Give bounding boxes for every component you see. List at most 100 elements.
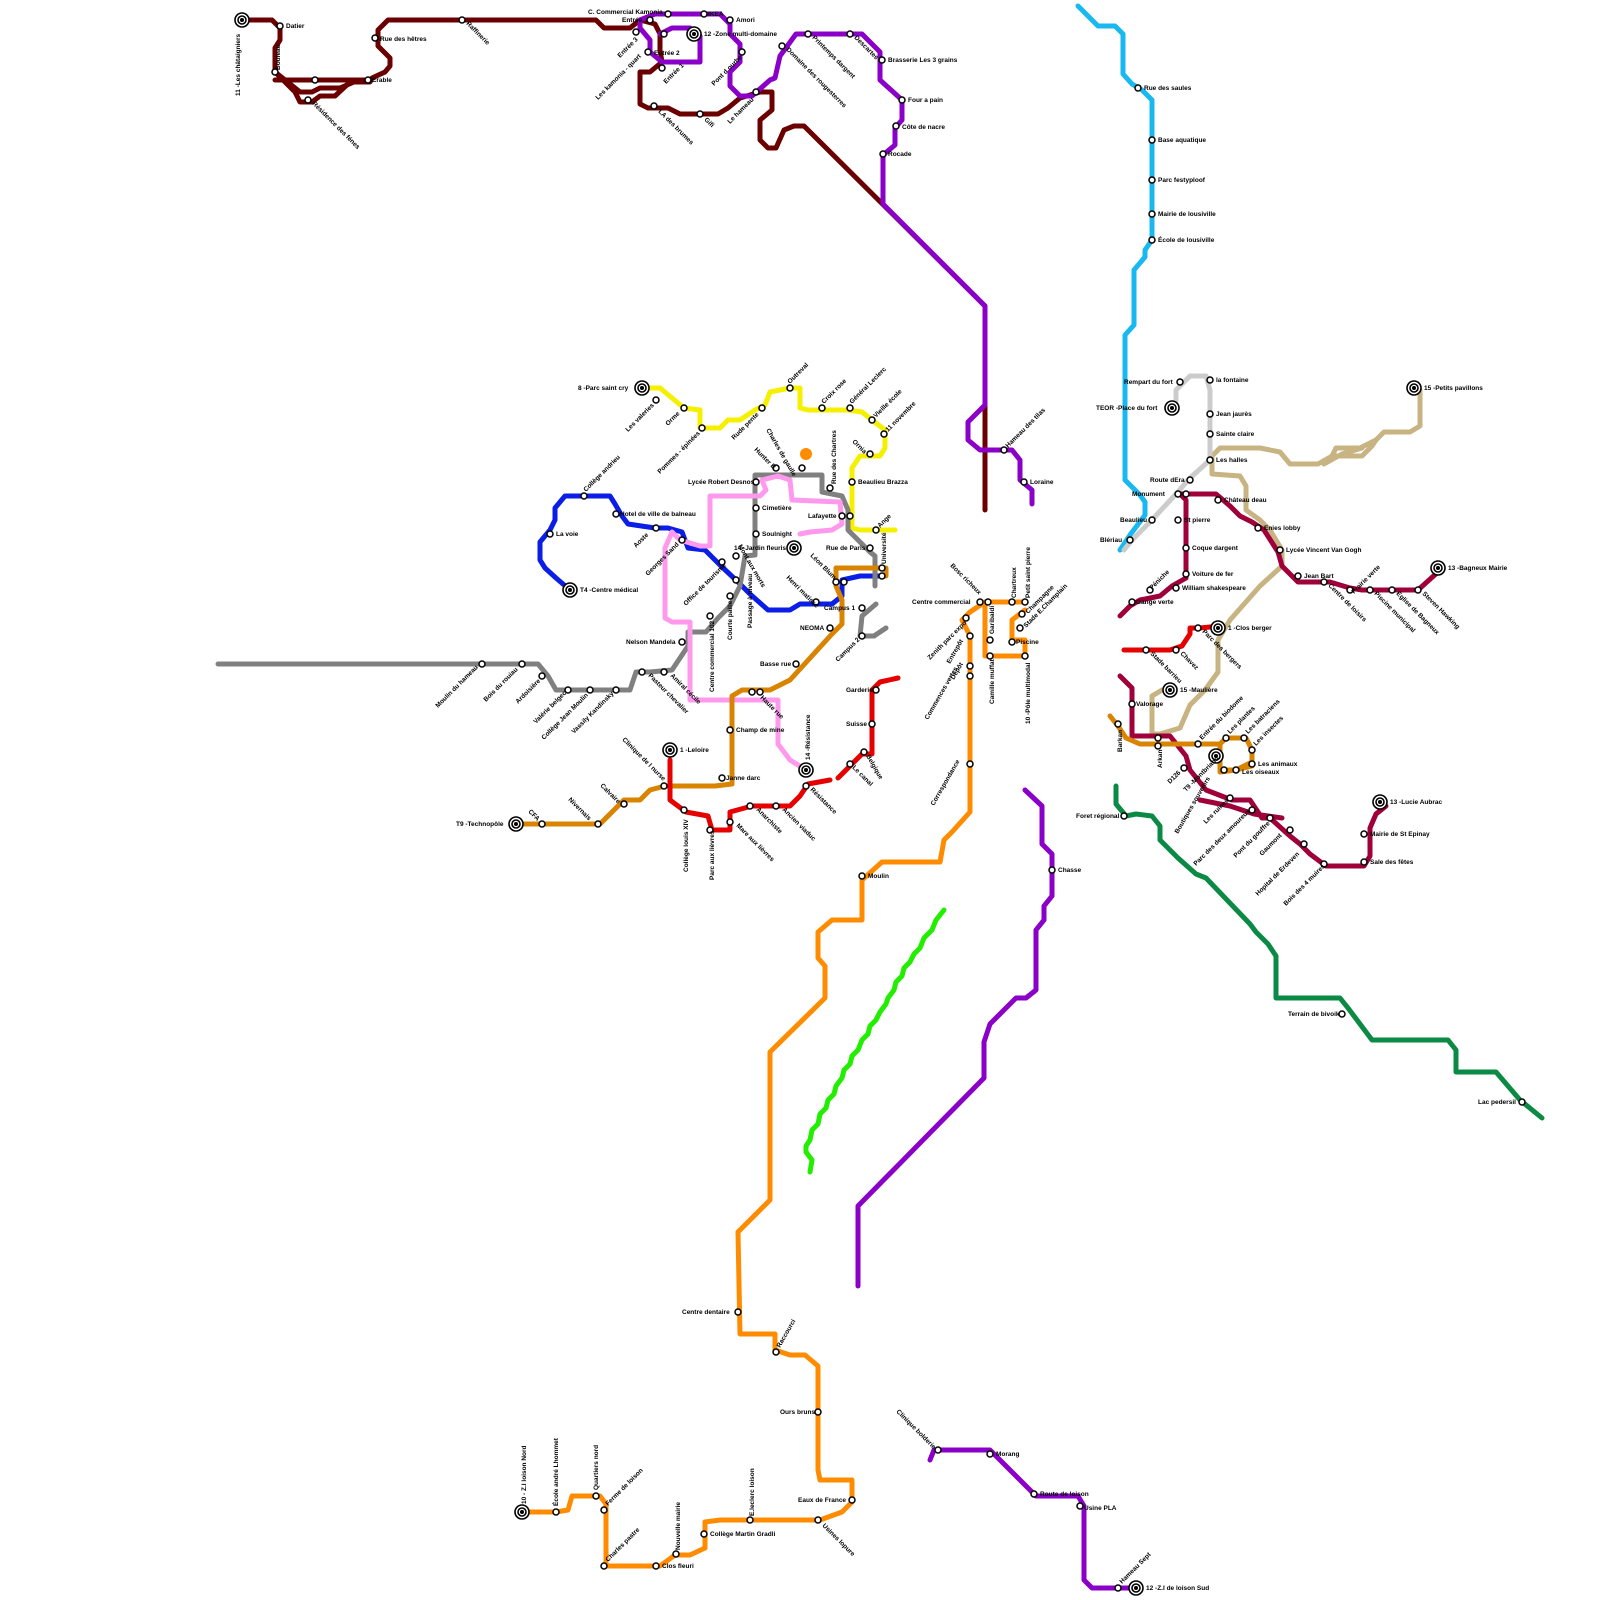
station-base-aquatique[interactable]	[1149, 137, 1155, 143]
station-nouvelle-mairie[interactable]	[673, 1551, 679, 1557]
station-clinique-bolderie[interactable]	[935, 1447, 941, 1453]
station-courte-paille[interactable]	[727, 593, 733, 599]
terminal-13-bagneux-icon[interactable]	[1431, 561, 1445, 575]
station-basse-rue[interactable]	[793, 661, 799, 667]
station-charles-gaulle[interactable]	[799, 465, 805, 471]
station-entree-a[interactable]	[647, 17, 653, 23]
station-vieille-ecole[interactable]	[869, 417, 875, 423]
station-college-louis-xiv[interactable]	[681, 807, 687, 813]
terminal-8-icon[interactable]	[635, 381, 649, 395]
station-haute-rue-b[interactable]	[757, 689, 763, 695]
station-stade-barrieu[interactable]	[1143, 647, 1149, 653]
station-cfa[interactable]	[539, 821, 545, 827]
station-moulin[interactable]	[859, 873, 865, 879]
station-champagne[interactable]	[1019, 611, 1025, 617]
station-parc-bergers[interactable]	[1195, 625, 1201, 631]
station-pommes-epinees[interactable]	[699, 425, 705, 431]
station-college-jean-moulin[interactable]	[587, 687, 593, 693]
station-route-dera[interactable]	[1187, 477, 1193, 483]
station-raccourci[interactable]	[773, 1349, 779, 1355]
station-entrepot[interactable]	[967, 633, 973, 639]
station-les-animaux[interactable]	[1249, 761, 1255, 767]
line-T9-darkorange-east2[interactable]	[1220, 744, 1252, 770]
station-rue-hetres[interactable]	[372, 35, 378, 41]
station-brasserie[interactable]	[879, 57, 885, 63]
station-enies-lobby[interactable]	[1255, 525, 1261, 531]
station-calvaire[interactable]	[621, 801, 627, 807]
station-la-des-brumes[interactable]	[651, 103, 657, 109]
station-printemps-dargent[interactable]	[805, 31, 811, 37]
station-arkan-b[interactable]	[1155, 743, 1161, 749]
line-lime[interactable]	[806, 910, 944, 1172]
station-jean-jaures[interactable]	[1207, 411, 1213, 417]
station-kamonia-quart[interactable]	[661, 31, 667, 37]
station-amori[interactable]	[727, 17, 733, 23]
station-lafayette-a[interactable]	[839, 513, 845, 519]
station-monument-a[interactable]	[1175, 491, 1181, 497]
terminal-1-leloire-icon[interactable]	[663, 743, 677, 757]
station-campus1[interactable]	[859, 605, 865, 611]
station-c-commercial-kamonia[interactable]	[665, 11, 671, 17]
station-rue-saules[interactable]	[1135, 85, 1141, 91]
station-gaumont[interactable]	[1287, 827, 1293, 833]
station-usine-pla[interactable]	[1077, 1503, 1083, 1509]
station-commences-vertes[interactable]	[967, 673, 973, 679]
station-les-oiseaux[interactable]	[1233, 767, 1239, 773]
station-camille-muffat[interactable]	[987, 653, 993, 659]
station-ange[interactable]	[873, 527, 879, 533]
station-parc-festyploof[interactable]	[1149, 177, 1155, 183]
station-chateau-deau[interactable]	[1215, 497, 1221, 503]
station-amiral-cecile[interactable]	[661, 669, 667, 675]
terminal-T4-icon[interactable]	[563, 583, 577, 597]
station-beaulieu[interactable]	[1149, 517, 1155, 523]
terminal-14-jardin-icon[interactable]	[787, 541, 801, 555]
station-college-martin-gradli[interactable]	[701, 1531, 707, 1537]
station-nivernais[interactable]	[595, 821, 601, 827]
station-boutiques-souvenirs[interactable]	[1221, 767, 1227, 773]
station-chasse[interactable]	[1049, 867, 1055, 873]
station-descartes[interactable]	[847, 31, 853, 37]
station-raffinerie[interactable]	[459, 17, 465, 23]
station-les-halles[interactable]	[1207, 457, 1213, 463]
station-mare-aux-lievres[interactable]	[727, 819, 733, 825]
station-ancien-viaduc[interactable]	[773, 803, 779, 809]
station-resistance[interactable]	[803, 783, 809, 789]
station-entree-3[interactable]	[633, 29, 639, 35]
station-la-voie[interactable]	[547, 531, 553, 537]
station-valorage[interactable]	[1129, 701, 1135, 707]
station-un[interactable]	[312, 77, 318, 83]
station-correspondance[interactable]	[967, 761, 973, 767]
station-foret-regional[interactable]	[1121, 813, 1127, 819]
station-passage-niveau[interactable]	[733, 577, 739, 583]
terminal-teor-icon[interactable]	[1165, 401, 1179, 415]
station-leon-blum-a[interactable]	[833, 579, 839, 585]
station-bosc-richeux-a[interactable]	[977, 599, 983, 605]
station-les-plantes[interactable]	[1223, 735, 1229, 741]
station-arkan-a[interactable]	[1155, 735, 1161, 741]
terminal-11-icon[interactable]	[235, 13, 249, 27]
station-centre-commercial-102[interactable]	[707, 613, 713, 619]
station-gifi[interactable]	[697, 111, 703, 117]
station-pasteur-chevalier[interactable]	[639, 669, 645, 675]
station-leon-blum-b[interactable]	[841, 579, 847, 585]
station-croix-rose[interactable]	[819, 405, 825, 411]
station-loraine[interactable]	[1021, 479, 1027, 485]
station-le-hameau[interactable]	[753, 89, 759, 95]
station-pont-gouffre[interactable]	[1267, 815, 1273, 821]
station-chartreux[interactable]	[1009, 599, 1015, 605]
station-entree-2[interactable]	[645, 49, 651, 55]
station-moulin-hameau[interactable]	[479, 661, 485, 667]
station-soulnight[interactable]	[753, 531, 759, 537]
station-domaine-rougesterres[interactable]	[779, 43, 785, 49]
terminal-1-clos-icon[interactable]	[1211, 621, 1225, 635]
station-lafayette-b[interactable]	[847, 513, 853, 519]
station-mairie-st-epinay[interactable]	[1361, 831, 1367, 837]
station-william-shakespeare[interactable]	[1173, 585, 1179, 591]
station-belgique[interactable]	[861, 749, 867, 755]
station-sainte-claire[interactable]	[1207, 431, 1213, 437]
station-lac-pedersil[interactable]	[1519, 1099, 1525, 1105]
station-clinique-nurse[interactable]	[661, 783, 667, 789]
station-mairie-lousiville[interactable]	[1149, 211, 1155, 217]
station-onze-novembre[interactable]	[881, 431, 887, 437]
station-georges-sand[interactable]	[679, 537, 685, 543]
